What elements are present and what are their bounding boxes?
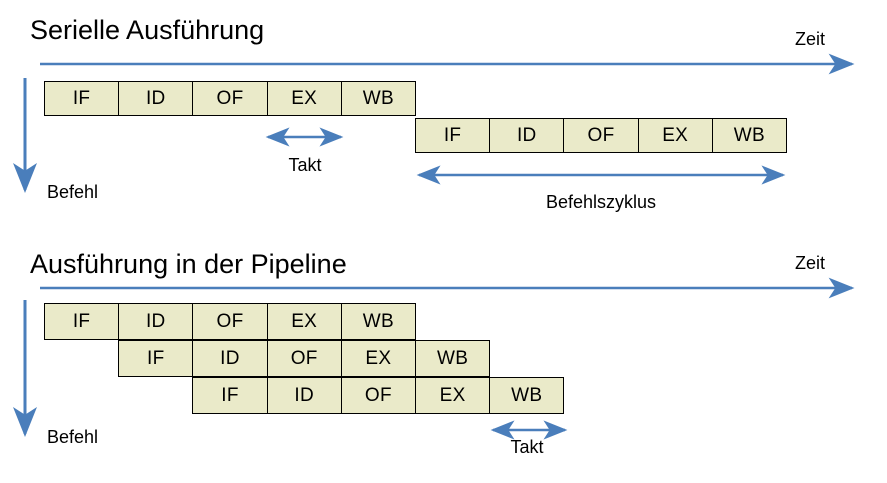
stage-box: EX <box>340 340 416 377</box>
stage-box: WB <box>489 377 565 414</box>
pipeline-time-axis-label: Zeit <box>795 253 826 273</box>
stage-box: ID <box>489 118 565 153</box>
stage-box: ID <box>192 340 268 377</box>
pipeline-instruction-axis-label: Befehl <box>47 427 99 447</box>
stage-box: OF <box>192 81 268 116</box>
serial-instruction-axis-label: Befehl <box>47 182 99 202</box>
stage-box: IF <box>44 81 120 116</box>
stage-box: EX <box>266 303 342 340</box>
serial-befehlszyklus-label: Befehlszyklus <box>545 192 657 212</box>
stage-box: ID <box>266 377 342 414</box>
stage-box: ID <box>118 81 194 116</box>
stage-box: OF <box>563 118 639 153</box>
stage-box: WB <box>340 81 416 116</box>
stage-box: WB <box>711 118 787 153</box>
stage-box: WB <box>340 303 416 340</box>
stage-box: OF <box>192 303 268 340</box>
stage-box: EX <box>266 81 342 116</box>
stage-box: IF <box>118 340 194 377</box>
pipeline-section-title: Ausführung in der Pipeline <box>30 249 347 279</box>
serial-time-axis-label: Zeit <box>795 29 826 49</box>
stage-box: EX <box>415 377 491 414</box>
stage-box: IF <box>44 303 120 340</box>
stage-box: IF <box>415 118 491 153</box>
pipeline-takt-label: Takt <box>510 437 544 457</box>
serial-section-title: Serielle Ausführung <box>30 15 265 45</box>
stage-box: EX <box>637 118 713 153</box>
stage-box: OF <box>340 377 416 414</box>
stage-box: IF <box>192 377 268 414</box>
stage-box: WB <box>415 340 491 377</box>
stage-box: OF <box>266 340 342 377</box>
serial-takt-label: Takt <box>288 155 322 175</box>
stage-box: ID <box>118 303 194 340</box>
